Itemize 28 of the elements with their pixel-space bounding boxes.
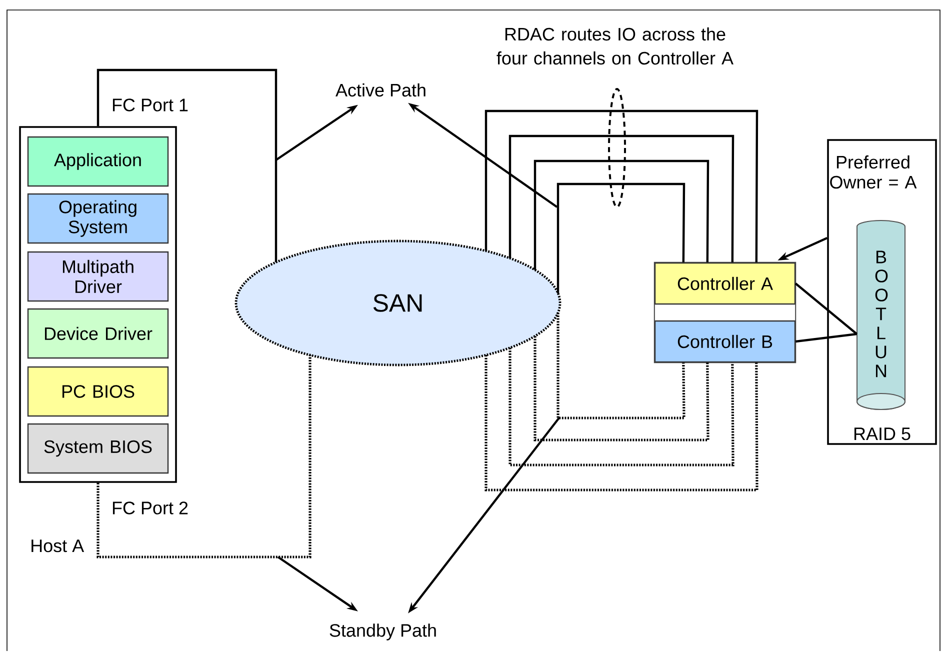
layer-box: Application [27, 136, 169, 187]
layer-box: Multipath Driver [27, 251, 169, 302]
connector-line [484, 355, 758, 492]
controller-box: Controller B [654, 320, 796, 363]
connector-line [794, 282, 858, 335]
connector-line [534, 160, 710, 270]
connector-line [96, 68, 278, 262]
layer-box: Device Driver [27, 308, 169, 359]
node-label: Host A [32, 540, 84, 552]
connector-line [556, 312, 686, 420]
connector-line [556, 182, 686, 294]
disk-cylinder: B O O T L U N [856, 220, 906, 410]
controller-box: Controller A [654, 262, 796, 305]
path-label: Standby Path [330, 624, 436, 640]
layer-box: System BIOS [27, 423, 169, 474]
annotation-text: RDAC routes IO across the four channels on Controller A [496, 27, 734, 65]
port-label: FC Port 2 [112, 502, 188, 514]
layer-box: Operating System [27, 193, 169, 244]
connector-line [484, 110, 758, 262]
connector-line [534, 336, 710, 442]
port-label: FC Port 1 [112, 98, 188, 112]
connector-line [96, 355, 312, 558]
connector-line [795, 332, 857, 343]
layer-box: PC BIOS [27, 366, 169, 417]
connector-line [508, 134, 734, 262]
path-label: Active Path [336, 83, 426, 97]
connector-line [508, 348, 734, 466]
annotation-text: Preferred Owner = A [830, 155, 917, 189]
